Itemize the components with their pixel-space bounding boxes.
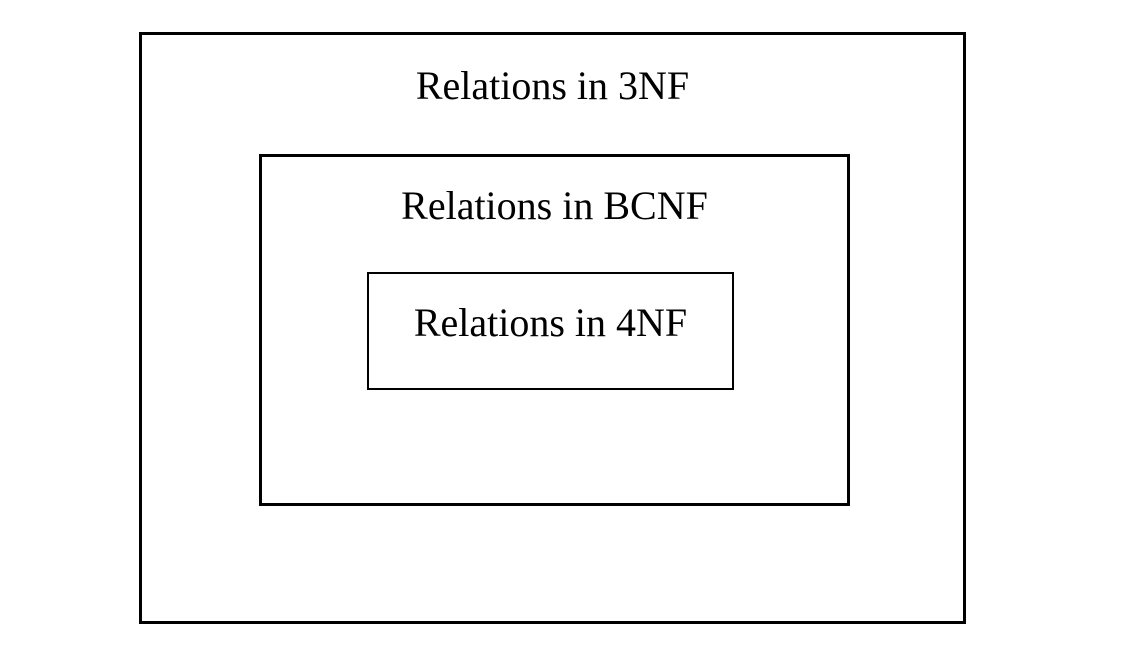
set-box-relations-in-4nf: Relations in 4NF (367, 272, 734, 390)
set-label-relations-in-bcnf: Relations in BCNF (401, 183, 708, 228)
set-label-relations-in-4nf: Relations in 4NF (413, 300, 688, 345)
set-box-relations-in-bcnf: Relations in BCNF Relations in 4NF (259, 154, 850, 506)
set-box-relations-in-3nf: Relations in 3NF Relations in BCNF Relat… (139, 32, 966, 624)
set-label-relations-in-3nf: Relations in 3NF (415, 63, 690, 108)
